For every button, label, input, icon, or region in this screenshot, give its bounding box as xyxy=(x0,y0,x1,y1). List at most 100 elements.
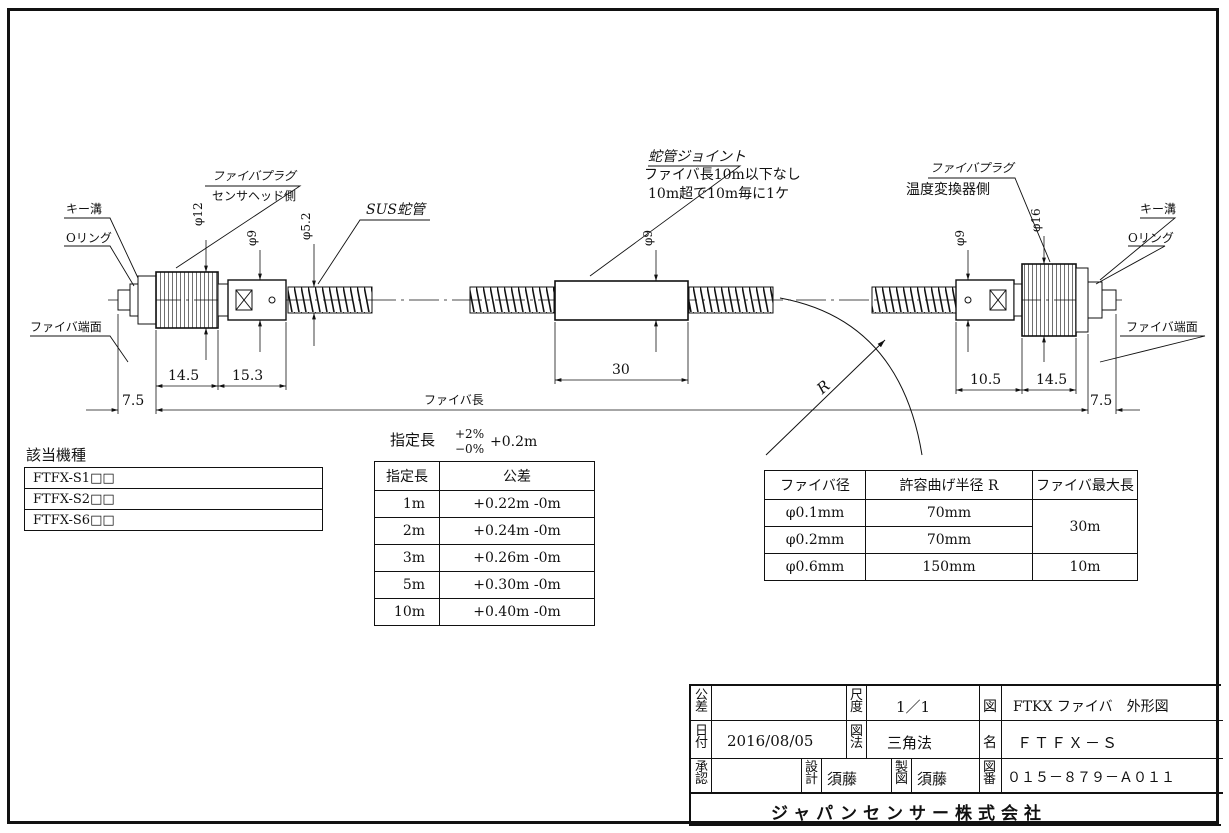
oring-label-left: Oリング xyxy=(66,231,112,245)
dim-phi9-joint: φ9 xyxy=(641,229,655,246)
method-value: 三角法 xyxy=(887,734,933,752)
spec-upper: +2% xyxy=(455,427,485,441)
table-row: φ0.2mm 70mm xyxy=(764,526,1138,554)
method-label: 図法 xyxy=(850,724,864,751)
header-cell: ファイバ最大長 xyxy=(1032,470,1138,500)
dim-14-5-left: 14.5 xyxy=(168,368,200,384)
sus-tube-label: SUS蛇管 xyxy=(366,202,425,218)
radius-cell: 70mm xyxy=(865,526,1033,554)
spec-lower: −0% xyxy=(455,442,485,456)
table-header-row: 指定長 公差 xyxy=(374,461,595,491)
models-table: FTFX-S1□□ FTFX-S2□□ FTFX-S6□□ xyxy=(24,467,323,531)
dim-14-5-right: 14.5 xyxy=(1036,372,1068,388)
scale-label: 尺度 xyxy=(850,688,864,715)
max-length-cell: 10m xyxy=(1032,553,1138,581)
name-label: 名 xyxy=(983,735,997,751)
table-header-row: ファイバ径 許容曲げ半径 R ファイバ最大長 xyxy=(764,470,1138,500)
joint-note-2: 10m超で10m毎に1ケ xyxy=(648,186,790,202)
spec-label: 指定長 xyxy=(390,431,436,449)
fiber-plug-label-right: ファイバプラグ xyxy=(930,161,1014,175)
joint-note-1: ファイバ長10m以下なし xyxy=(644,167,801,183)
tol-cell: +0.24m -0m xyxy=(439,517,595,545)
bend-radius-table: ファイバ径 許容曲げ半径 R ファイバ最大長 φ0.1mm 70mm 30m φ… xyxy=(764,470,1138,581)
right-connector xyxy=(955,263,1117,337)
table-row: 3m+0.26m -0m xyxy=(374,544,595,572)
make-label: 製図 xyxy=(895,760,909,787)
sus-tube-mid-left xyxy=(469,286,555,314)
models-title: 該当機種 xyxy=(26,446,87,464)
diameter-cell: φ0.1mm xyxy=(764,499,866,527)
table-row: φ0.1mm 70mm 30m xyxy=(764,499,1138,554)
dim-phi9-left: φ9 xyxy=(245,229,259,246)
oring-label-right: Oリング xyxy=(1128,231,1174,245)
header-cell: ファイバ径 xyxy=(764,470,866,500)
sus-tube-left xyxy=(287,286,373,314)
max-length-cell: 30m xyxy=(1032,499,1138,554)
company-name: ジャパンセンサー株式会社 xyxy=(771,804,1047,824)
tol-cell: +0.22m -0m xyxy=(439,490,595,518)
fiber-plug-label-left: ファイバプラグ xyxy=(212,169,296,183)
length-cell: 3m xyxy=(374,544,440,572)
drawing-frame xyxy=(7,8,1219,824)
sensor-head-side-label: センサヘッド側 xyxy=(212,189,297,203)
table-row: φ0.6mm 150mm 10m xyxy=(764,553,1138,581)
left-connector xyxy=(117,271,287,329)
make-value: 須藤 xyxy=(917,770,948,788)
bend-radius-arc xyxy=(779,297,923,456)
dim-10-5: 10.5 xyxy=(970,372,1002,388)
sus-tube-right xyxy=(871,286,957,314)
length-cell: 2m xyxy=(374,517,440,545)
fiber-end-label-left: ファイバ端面 xyxy=(30,320,102,334)
table-row: 5m+0.30m -0m xyxy=(374,571,595,599)
design-label: 設計 xyxy=(805,760,819,787)
number-label: 図番 xyxy=(983,760,997,787)
header-cell: 許容曲げ半径 R xyxy=(865,470,1033,500)
dim-7-5-left: 7.5 xyxy=(122,393,145,409)
radius-cell: 150mm xyxy=(865,553,1033,581)
name-value: ＦＴＦＸ－Ｓ xyxy=(1017,734,1120,752)
design-value: 須藤 xyxy=(827,770,858,788)
temp-converter-side-label: 温度変換器側 xyxy=(906,182,990,198)
tolerance-table: 指定長 公差 1m+0.22m -0m 2m+0.24m -0m 3m+0.26… xyxy=(374,461,595,626)
tolerance-label: 公差 xyxy=(695,688,709,715)
drawing-label: 図 xyxy=(983,699,997,715)
length-cell: 1m xyxy=(374,490,440,518)
dim-phi9-right: φ9 xyxy=(953,229,967,246)
length-cell: 5m xyxy=(374,571,440,599)
header-cell: 公差 xyxy=(439,461,595,491)
length-cell: 10m xyxy=(374,598,440,626)
date-label: 日付 xyxy=(695,724,709,751)
diameter-cell: φ0.6mm xyxy=(764,553,866,581)
dim-phi12: φ12 xyxy=(191,202,205,226)
dim-phi16: φ16 xyxy=(1029,208,1043,232)
spec-extra: +0.2m xyxy=(490,434,538,450)
model-cell: FTFX-S1□□ xyxy=(24,467,323,489)
key-groove-label-right: キー溝 xyxy=(1140,202,1177,216)
key-groove-label-left: キー溝 xyxy=(66,202,103,216)
tol-cell: +0.30m -0m xyxy=(439,571,595,599)
table-row: 10m+0.40m -0m xyxy=(374,598,595,626)
fiber-end-label-right: ファイバ端面 xyxy=(1126,320,1198,334)
dim-7-5-right: 7.5 xyxy=(1090,393,1113,409)
table-row: 2m+0.24m -0m xyxy=(374,517,595,545)
table-row: FTFX-S6□□ xyxy=(24,509,323,531)
header-cell: 指定長 xyxy=(374,461,440,491)
model-cell: FTFX-S6□□ xyxy=(24,509,323,531)
date-value: 2016/08/05 xyxy=(727,732,814,750)
radius-cell: 70mm xyxy=(865,499,1033,527)
dim-30: 30 xyxy=(612,362,630,378)
dim-15-3: 15.3 xyxy=(232,368,264,384)
number-value: ０１５－８７９－Ａ０１１ xyxy=(1007,770,1175,786)
title-value: FTKX ファイバ 外形図 xyxy=(1013,699,1169,715)
diameter-cell: φ0.2mm xyxy=(764,526,866,554)
approve-label: 承認 xyxy=(695,760,709,787)
sus-tube-mid-right xyxy=(688,286,774,314)
title-block: 公差 尺度 1／1 図 FTKX ファイバ 外形図 日付 2016/08/05 … xyxy=(689,684,1223,826)
tol-cell: +0.40m -0m xyxy=(439,598,595,626)
tube-joint xyxy=(554,280,689,321)
dim-fiber-length: ファイバ長 xyxy=(424,393,484,407)
tol-cell: +0.26m -0m xyxy=(439,544,595,572)
table-row: FTFX-S2□□ xyxy=(24,488,323,510)
model-cell: FTFX-S2□□ xyxy=(24,488,323,510)
